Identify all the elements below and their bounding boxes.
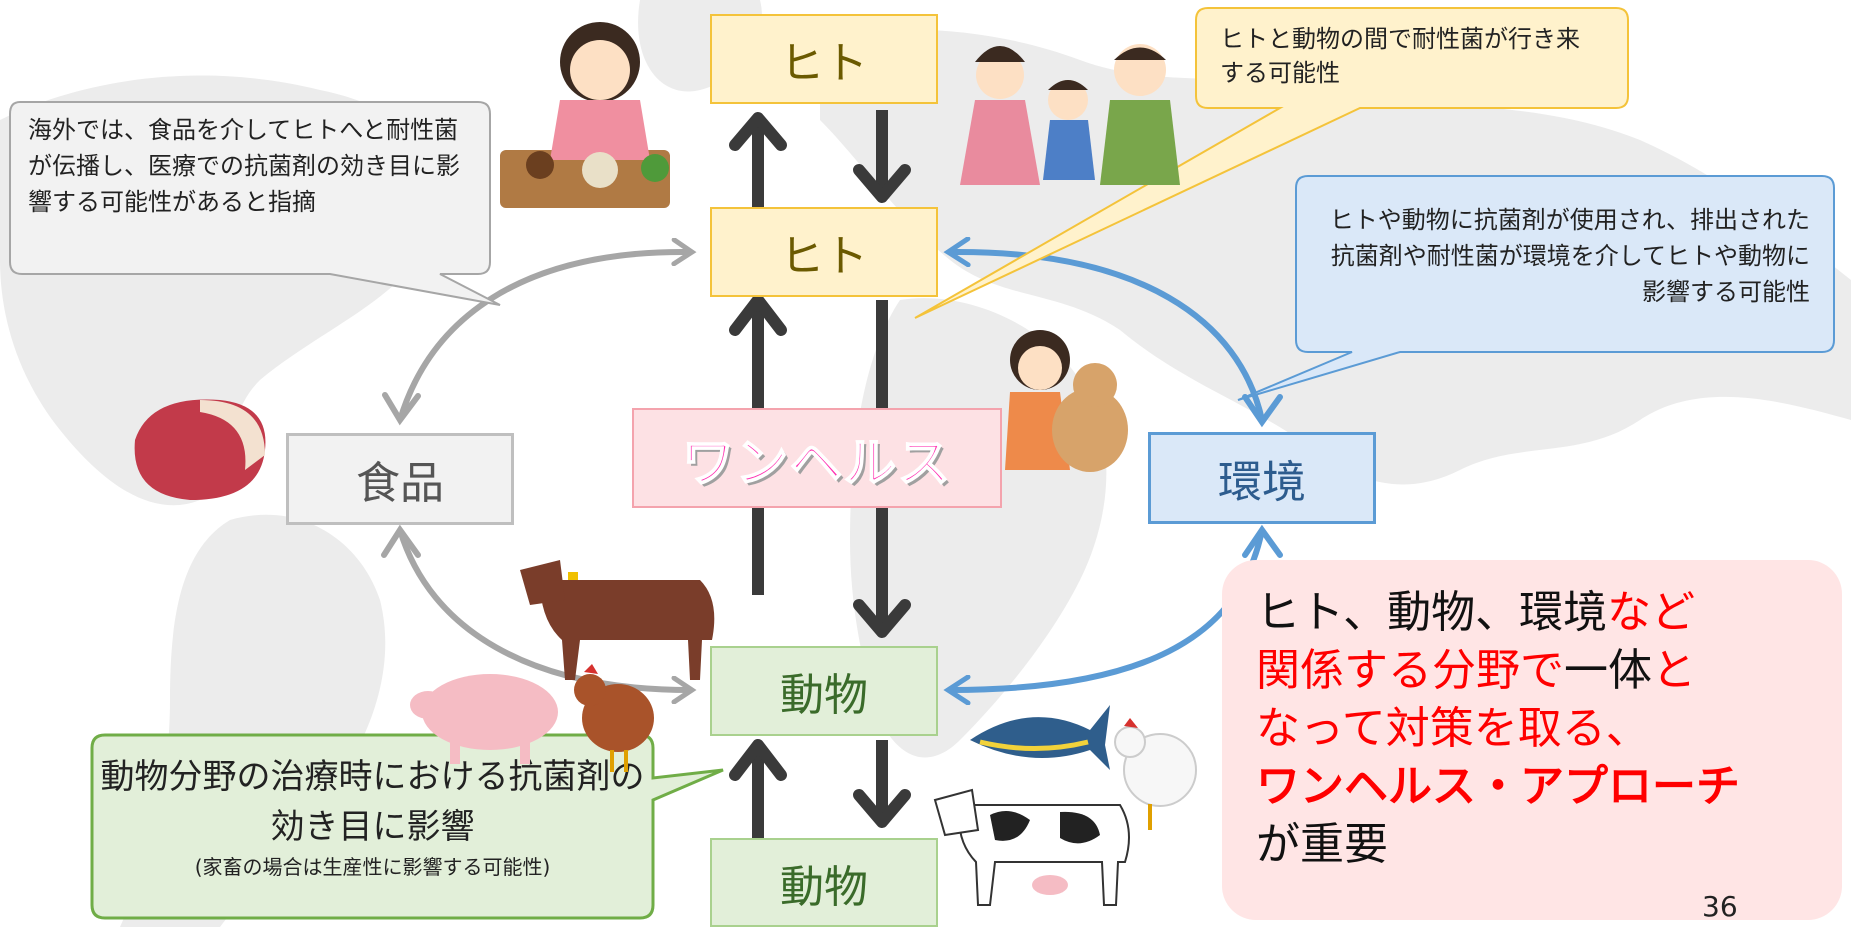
node-environment: 環境 (1148, 432, 1376, 524)
callout-animal-sub: (家畜の場合は生産性に影響する可能性) (194, 855, 551, 879)
node-environment-label: 環境 (1218, 457, 1306, 508)
node-animal-mid-label: 動物 (780, 670, 868, 721)
callout-human-animal-note: ヒトと動物の間で耐性菌が行き来する可能性 (1220, 22, 1580, 90)
holstein-cow-illustration (933, 788, 1130, 906)
conclusion-part7: ワンヘルス・アプローチ (1256, 761, 1740, 812)
node-food: 食品 (286, 433, 514, 525)
meat-illustration (134, 399, 266, 500)
conclusion-part2: など (1607, 587, 1696, 638)
conclusion-box: ヒト、動物、環境など 関係する分野で一体と なって対策を取る、 ワンヘルス・アプ… (1222, 560, 1842, 920)
fish-illustration (970, 705, 1110, 770)
callout-animal-main: 動物分野の治療時における抗菌剤の効き目に影響 (100, 757, 645, 847)
arrow-down-group (853, 110, 911, 828)
callout-environment-text: ヒトや動物に抗菌剤が使用され、排出された抗菌剤や耐性菌が環境を介してヒトや動物に… (1329, 206, 1810, 306)
node-food-label: 食品 (356, 458, 444, 509)
arrow-food-human (397, 252, 690, 421)
node-human-top-label: ヒト (780, 38, 868, 89)
callout-animal-note: 動物分野の治療時における抗菌剤の効き目に影響 (家畜の場合は生産性に影響する可能… (100, 752, 645, 882)
callout-food-note: 海外では、食品を介してヒトへと耐性菌が伝播し、医療での抗菌剤の効き目に影響する可… (28, 112, 468, 220)
girl-with-dog-illustration (1005, 330, 1128, 472)
conclusion-part3: 関係する分野で (1256, 645, 1564, 696)
conclusion-part5: と (1652, 645, 1696, 696)
conclusion-part1: ヒト、動物、環境 (1256, 587, 1608, 638)
hen-illustration (574, 664, 654, 772)
arrow-env-human (950, 252, 1265, 421)
brown-cow-illustration (520, 560, 715, 680)
node-one-health-label: ワンヘルス (681, 433, 952, 495)
node-animal-bottom: 動物 (710, 838, 938, 927)
conclusion-part6: なって対策を取る、 (1256, 703, 1650, 754)
callout-human-animal-text: ヒトと動物の間で耐性菌が行き来する可能性 (1220, 25, 1580, 87)
callout-food-note-text: 海外では、食品を介してヒトへと耐性菌が伝播し、医療での抗菌剤の効き目に影響する可… (28, 116, 460, 216)
pig-illustration (410, 674, 558, 764)
node-human-mid: ヒト (710, 207, 938, 297)
white-chicken-illustration (1114, 718, 1197, 830)
conclusion-part4: 一体 (1564, 645, 1652, 696)
page-number: 36 (1702, 890, 1738, 923)
node-one-health: ワンヘルス (632, 408, 1002, 508)
conclusion-part8: が重要 (1256, 819, 1388, 870)
node-animal-bottom-label: 動物 (780, 861, 868, 913)
node-animal-mid: 動物 (710, 646, 938, 736)
node-human-mid-label: ヒト (780, 231, 868, 282)
family-illustration (960, 44, 1180, 185)
woman-eating-illustration (500, 22, 670, 208)
node-human-top: ヒト (710, 14, 938, 104)
callout-environment-note: ヒトや動物に抗菌剤が使用され、排出された抗菌剤や耐性菌が環境を介してヒトや動物に… (1310, 202, 1810, 310)
